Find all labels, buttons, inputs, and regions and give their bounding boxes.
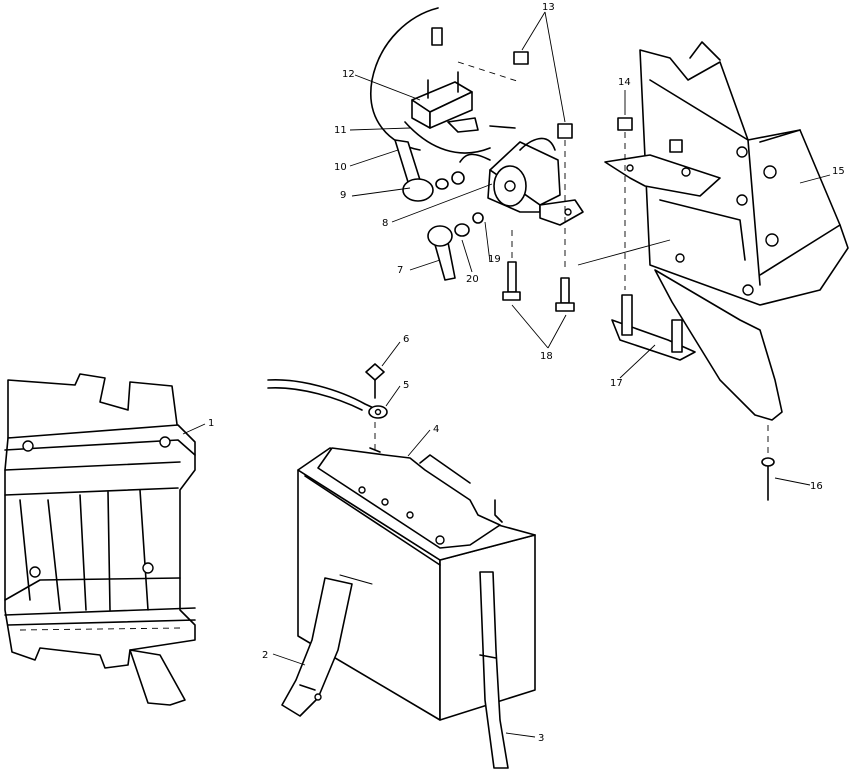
callout-15: 15: [832, 166, 845, 177]
callout-3: 3: [538, 733, 544, 744]
mounting-bracket: [604, 41, 849, 421]
boot-and-washers: [394, 139, 484, 281]
callout-10: 10: [334, 162, 347, 173]
battery-strap: [281, 577, 353, 717]
callout-11: 11: [334, 125, 347, 136]
callout-19: 19: [488, 254, 501, 265]
callout-4: 4: [433, 424, 439, 435]
callout-2: 2: [262, 650, 268, 661]
callout-5: 5: [403, 380, 409, 391]
callout-1: 1: [208, 418, 214, 429]
callout-13: 13: [542, 2, 555, 13]
vent-hose: [479, 571, 509, 769]
nuts-and-bolts: [502, 51, 575, 312]
battery-cable: [267, 363, 388, 455]
callout-7: 7: [397, 265, 403, 276]
bracket-hardware: [611, 117, 775, 501]
wire-harness: [370, 7, 521, 154]
callout-20: 20: [466, 274, 479, 285]
callout-6: 6: [403, 334, 409, 345]
callout-labels: 1 2 3 4 5 6 7 8 9 10 11 12 13 14 15 16 1…: [208, 2, 845, 744]
callout-16: 16: [810, 481, 823, 492]
callout-9: 9: [340, 190, 346, 201]
relay: [411, 71, 479, 133]
leader-lines: [182, 11, 831, 738]
callout-8: 8: [382, 218, 388, 229]
callout-18: 18: [540, 351, 553, 362]
starter-solenoid: [459, 137, 584, 226]
callout-12: 12: [342, 69, 355, 80]
callout-17: 17: [610, 378, 623, 389]
callout-14: 14: [618, 77, 631, 88]
battery-holder: [4, 373, 196, 706]
